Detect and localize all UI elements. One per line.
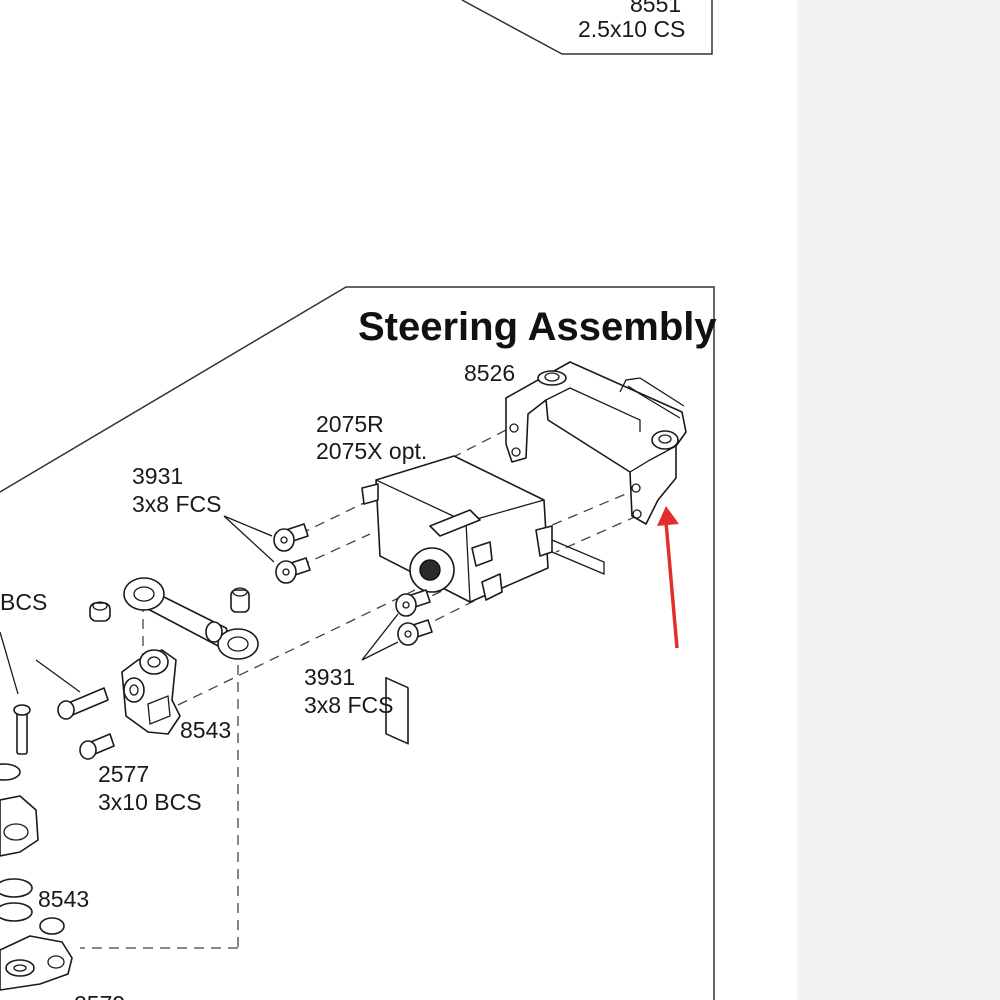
label-2075r: 2075R (316, 411, 384, 437)
label-8551: 8551 (630, 0, 681, 17)
screws-3931-upper (223, 515, 311, 584)
bell-crank-stack (0, 763, 73, 991)
label-bottom-partial: 2579 (74, 991, 125, 1000)
servo-link (89, 577, 259, 660)
label-2075x-opt: 2075X opt. (316, 438, 427, 464)
screws-3931-lower (361, 589, 433, 661)
screws-2577 (35, 659, 115, 760)
label-8543-upper: 8543 (180, 717, 231, 743)
label-3x8-fcs-upper: 3x8 FCS (132, 491, 221, 517)
left-pin (0, 631, 31, 755)
label-2-5x10-cs: 2.5x10 CS (578, 16, 685, 42)
label-2577: 2577 (98, 761, 149, 787)
servo-mount-bracket (505, 361, 687, 525)
upper-callout-frame (461, 0, 713, 55)
label-bcs-partial: BCS (0, 589, 47, 615)
viewer-gutter (797, 0, 1000, 1000)
servo-horn-upper (121, 649, 181, 735)
label-3931-upper: 3931 (132, 463, 183, 489)
annotation-arrow (657, 506, 679, 649)
label-8543-lower: 8543 (38, 886, 89, 912)
label-3x8-fcs-lower: 3x8 FCS (304, 692, 393, 718)
label-3931-lower: 3931 (304, 664, 355, 690)
steering-servo (361, 455, 605, 745)
steering-callout-frame (0, 286, 715, 1000)
label-8526: 8526 (464, 360, 515, 386)
label-3x10-bcs: 3x10 BCS (98, 789, 202, 815)
section-title: Steering Assembly (358, 305, 717, 349)
